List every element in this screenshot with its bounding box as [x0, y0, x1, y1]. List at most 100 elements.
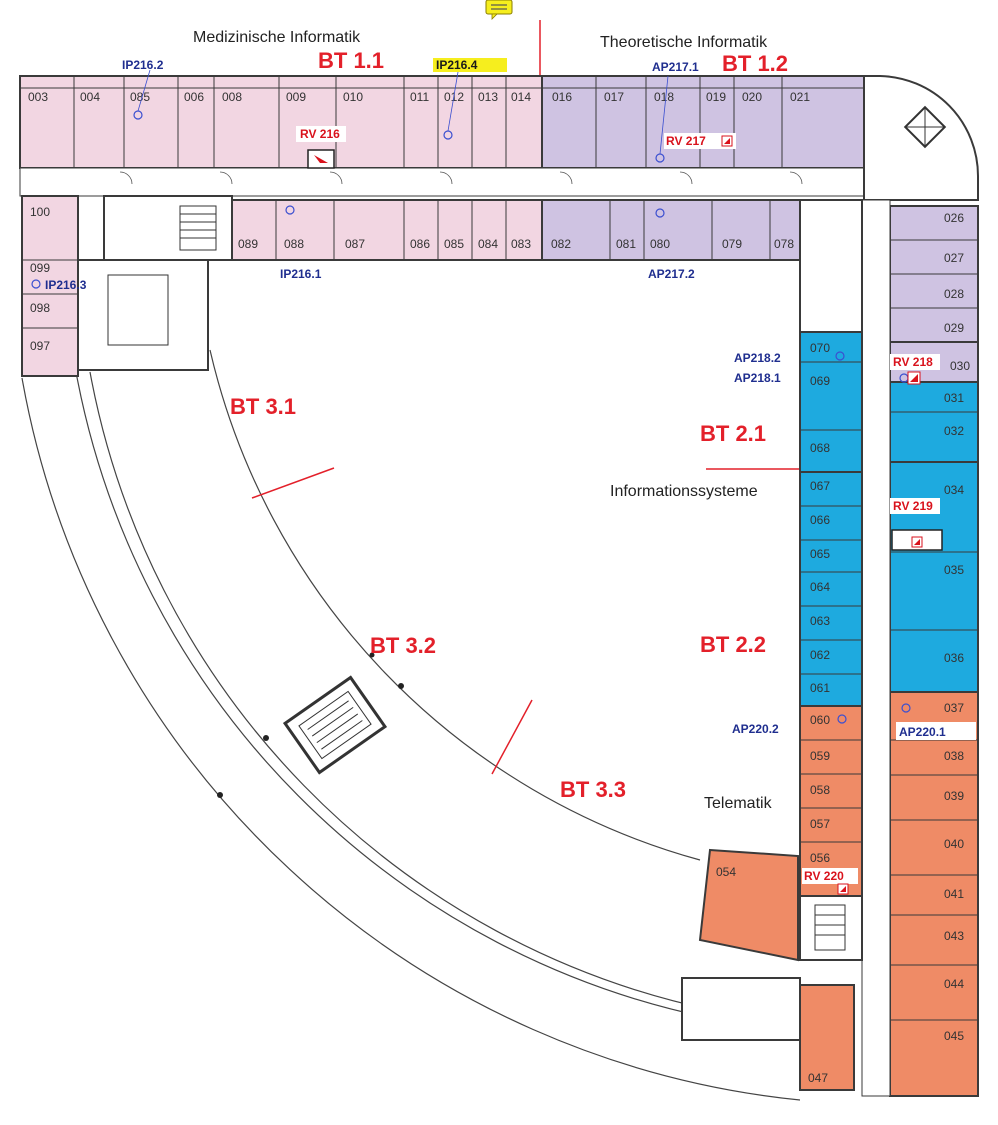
room-021[interactable]: 021 [790, 90, 810, 104]
room-084[interactable]: 084 [478, 237, 498, 251]
room-027[interactable]: 027 [944, 251, 964, 265]
ap-label-ap220-2[interactable]: AP220.2 [732, 722, 779, 736]
room-016[interactable]: 016 [552, 90, 572, 104]
room-098[interactable]: 098 [30, 301, 50, 315]
room-064[interactable]: 064 [810, 580, 830, 594]
dept-theoretische-informatik: Theoretische Informatik [600, 34, 768, 51]
room-054-shape [698, 848, 799, 962]
room-012[interactable]: 012 [444, 90, 464, 104]
room-038[interactable]: 038 [944, 749, 964, 763]
ap-label-ap217-1[interactable]: AP217.1 [652, 60, 699, 74]
room-020[interactable]: 020 [742, 90, 762, 104]
room-061[interactable]: 061 [810, 681, 830, 695]
room-008[interactable]: 008 [222, 90, 242, 104]
room-014[interactable]: 014 [511, 90, 531, 104]
room-026[interactable]: 026 [944, 211, 964, 225]
rack-label-rv218[interactable]: RV 218 [893, 355, 933, 369]
room-085[interactable]: 085 [444, 237, 464, 251]
room-063[interactable]: 063 [810, 614, 830, 628]
stairs-icon [282, 675, 388, 775]
room-080[interactable]: 080 [650, 237, 670, 251]
dept-informationssysteme: Informationssysteme [610, 483, 758, 500]
room-006[interactable]: 006 [184, 90, 204, 104]
ap-label-ip216-1[interactable]: IP216.1 [280, 267, 322, 281]
room-018[interactable]: 018 [654, 90, 674, 104]
room-032[interactable]: 032 [944, 424, 964, 438]
room-057[interactable]: 057 [810, 817, 830, 831]
room-010[interactable]: 010 [343, 90, 363, 104]
room-009[interactable]: 009 [286, 90, 306, 104]
room-065[interactable]: 065 [810, 547, 830, 561]
room-029[interactable]: 029 [944, 321, 964, 335]
dept-telematik: Telematik [704, 795, 773, 812]
section-bt12: BT 1.2 [722, 51, 788, 76]
section-bt31: BT 3.1 [230, 394, 296, 419]
room-058[interactable]: 058 [810, 783, 830, 797]
section-bt11: BT 1.1 [318, 48, 384, 73]
room-069[interactable]: 069 [810, 374, 830, 388]
room-099[interactable]: 099 [30, 261, 50, 275]
room-100[interactable]: 100 [30, 205, 50, 219]
room-013[interactable]: 013 [478, 90, 498, 104]
room-003[interactable]: 003 [28, 90, 48, 104]
room-087[interactable]: 087 [345, 237, 365, 251]
note-icon[interactable] [485, 0, 513, 20]
arc-wing-mid1 [75, 371, 721, 1021]
room-043[interactable]: 043 [944, 929, 964, 943]
arc-divider-1 [251, 467, 335, 499]
ap-label-ap217-2[interactable]: AP217.2 [648, 267, 695, 281]
ap-label-ip216-3[interactable]: IP216.3 [45, 278, 87, 292]
room-062[interactable]: 062 [810, 648, 830, 662]
room-054[interactable]: 054 [716, 865, 736, 879]
ap-label-ip216-2[interactable]: IP216.2 [122, 58, 164, 72]
room-085-top[interactable]: 085 [130, 90, 150, 104]
room-045[interactable]: 045 [944, 1029, 964, 1043]
room-068[interactable]: 068 [810, 441, 830, 455]
room-040[interactable]: 040 [944, 837, 964, 851]
rack-label-rv216[interactable]: RV 216 [300, 127, 340, 141]
rack-label-rv220[interactable]: RV 220 [804, 869, 844, 883]
room-088[interactable]: 088 [284, 237, 304, 251]
room-044[interactable]: 044 [944, 977, 964, 991]
section-bt22: BT 2.2 [700, 632, 766, 657]
room-066[interactable]: 066 [810, 513, 830, 527]
room-067[interactable]: 067 [810, 479, 830, 493]
room-097[interactable]: 097 [30, 339, 50, 353]
ap-label-ap220-1[interactable]: AP220.1 [899, 725, 946, 739]
rack-icon [307, 149, 335, 169]
section-bt21: BT 2.1 [700, 421, 766, 446]
room-036[interactable]: 036 [944, 651, 964, 665]
room-041[interactable]: 041 [944, 887, 964, 901]
room-017[interactable]: 017 [604, 90, 624, 104]
room-086[interactable]: 086 [410, 237, 430, 251]
room-035[interactable]: 035 [944, 563, 964, 577]
room-028[interactable]: 028 [944, 287, 964, 301]
ap-label-ap218-2[interactable]: AP218.2 [734, 351, 781, 365]
rack-label-rv219[interactable]: RV 219 [893, 499, 933, 513]
room-060[interactable]: 060 [810, 713, 830, 727]
room-082[interactable]: 082 [551, 237, 571, 251]
room-047[interactable]: 047 [808, 1071, 828, 1085]
room-070[interactable]: 070 [810, 341, 830, 355]
room-004[interactable]: 004 [80, 90, 100, 104]
room-034[interactable]: 034 [944, 483, 964, 497]
room-031[interactable]: 031 [944, 391, 964, 405]
room-037[interactable]: 037 [944, 701, 964, 715]
ap-label-ip216-4[interactable]: IP216.4 [436, 58, 478, 72]
ap-label-ap218-1[interactable]: AP218.1 [734, 371, 781, 385]
room-083[interactable]: 083 [511, 237, 531, 251]
room-030[interactable]: 030 [950, 359, 970, 373]
arc-divider-2 [491, 699, 533, 775]
room-059[interactable]: 059 [810, 749, 830, 763]
rack-label-rv217[interactable]: RV 217 [666, 134, 706, 148]
section-bt33: BT 3.3 [560, 777, 626, 802]
room-011[interactable]: 011 [410, 90, 429, 104]
room-019[interactable]: 019 [706, 90, 726, 104]
arc-wing-inner [209, 349, 701, 861]
room-056[interactable]: 056 [810, 851, 830, 865]
room-079[interactable]: 079 [722, 237, 742, 251]
room-081[interactable]: 081 [616, 237, 636, 251]
room-039[interactable]: 039 [944, 789, 964, 803]
room-089[interactable]: 089 [238, 237, 258, 251]
room-078[interactable]: 078 [774, 237, 794, 251]
